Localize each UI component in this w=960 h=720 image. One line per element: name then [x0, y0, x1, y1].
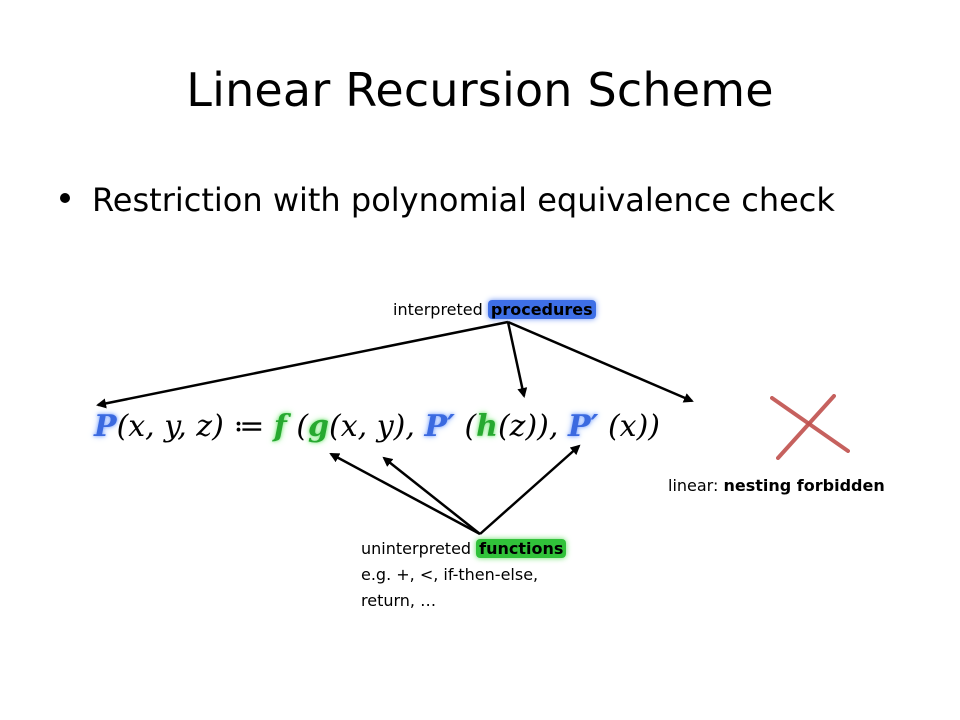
label-linear-nesting: linear: nesting forbidden: [668, 474, 885, 498]
eq-args: (x, y, z) ≔: [116, 409, 274, 444]
linear-bold: nesting forbidden: [723, 476, 885, 495]
arrow-functions-to-h: [479, 444, 581, 535]
eq-function-g: g: [308, 409, 330, 444]
eq-open1: (: [286, 409, 309, 444]
cross-out-mark-icon: [770, 394, 850, 460]
arrow-procedures-to-P-prime-1: [506, 321, 528, 398]
functions-highlight: functions: [476, 539, 567, 558]
eq-function-f: f: [273, 409, 287, 444]
functions-prefix: uninterpreted: [361, 539, 472, 558]
bullet-text: Restriction with polynomial equivalence …: [92, 181, 835, 219]
procedures-highlight: procedures: [487, 300, 596, 319]
eq-xargs: (x)): [598, 409, 661, 444]
slide-title: Linear Recursion Scheme: [186, 63, 774, 117]
bullet-dot-icon: [60, 193, 70, 203]
label-uninterpreted-functions: uninterpreted functions e.g. +, <, if-th…: [361, 536, 567, 614]
functions-examples-line1: e.g. +, <, if-then-else,: [361, 565, 539, 584]
arrow-functions-to-f: [329, 452, 481, 536]
eq-hargs: (z)),: [497, 409, 568, 444]
linear-prefix: linear:: [668, 476, 719, 495]
arrow-functions-to-g: [382, 456, 481, 535]
arrow-procedures-to-P-prime-2: [507, 320, 694, 403]
eq-procedure-P-prime-1: P′: [424, 409, 455, 444]
arrow-procedures-to-P: [96, 320, 509, 409]
procedures-prefix: interpreted: [393, 300, 483, 319]
eq-open2: (: [454, 409, 477, 444]
eq-gargs: (x, y),: [329, 409, 425, 444]
eq-procedure-P: P: [94, 409, 117, 444]
label-interpreted-procedures: interpreted procedures: [393, 298, 596, 322]
recursion-equation: P(x, y, z) ≔ f (g(x, y), P′ (h(z)), P′ (…: [94, 402, 660, 452]
functions-examples-line2: return, …: [361, 591, 437, 610]
eq-procedure-P-prime-2: P′: [567, 409, 599, 444]
eq-function-h: h: [476, 409, 498, 444]
